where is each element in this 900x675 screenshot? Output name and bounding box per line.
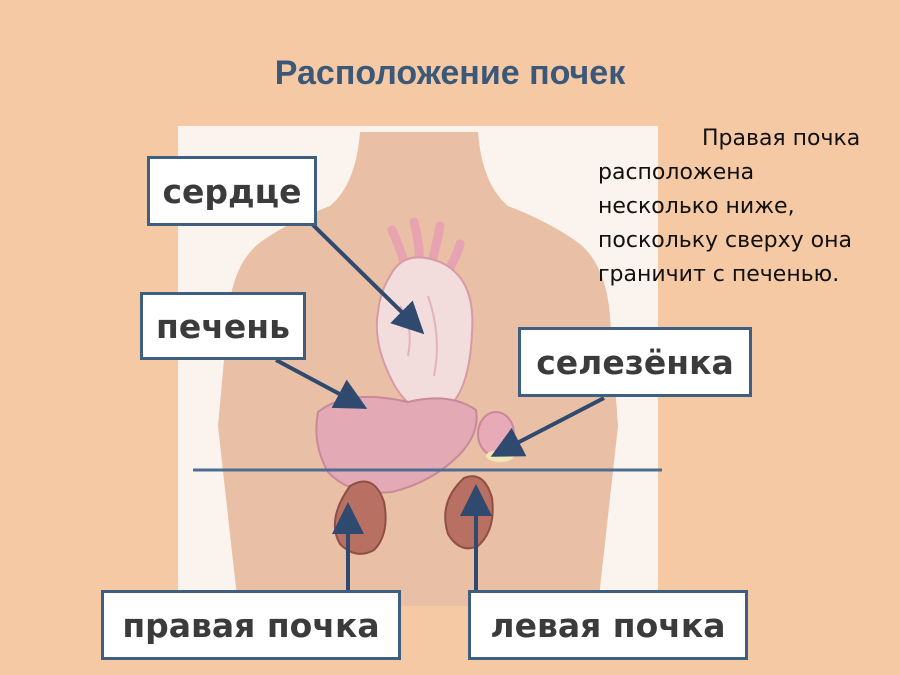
arrow-heart xyxy=(310,222,425,335)
arrow-liver xyxy=(275,358,368,409)
spleen-label: селезёнка xyxy=(518,327,752,397)
slide-title: Расположение почек xyxy=(274,54,626,92)
note-line: Правая почка xyxy=(702,126,861,151)
left-kidney-label: левая почка xyxy=(468,590,748,660)
arrow-spleen xyxy=(490,396,605,457)
explanation-note: Правая почка расположена несколько ниже,… xyxy=(598,122,898,292)
right-kidney-label: правая почка xyxy=(101,590,401,660)
heart-label: сердце xyxy=(147,156,317,226)
note-line: граничит с печенью. xyxy=(598,262,840,287)
note-line: поскольку сверху она xyxy=(598,228,852,253)
liver-label: печень xyxy=(140,292,306,360)
note-line: расположена xyxy=(598,160,755,185)
note-line: несколько ниже, xyxy=(598,194,795,219)
